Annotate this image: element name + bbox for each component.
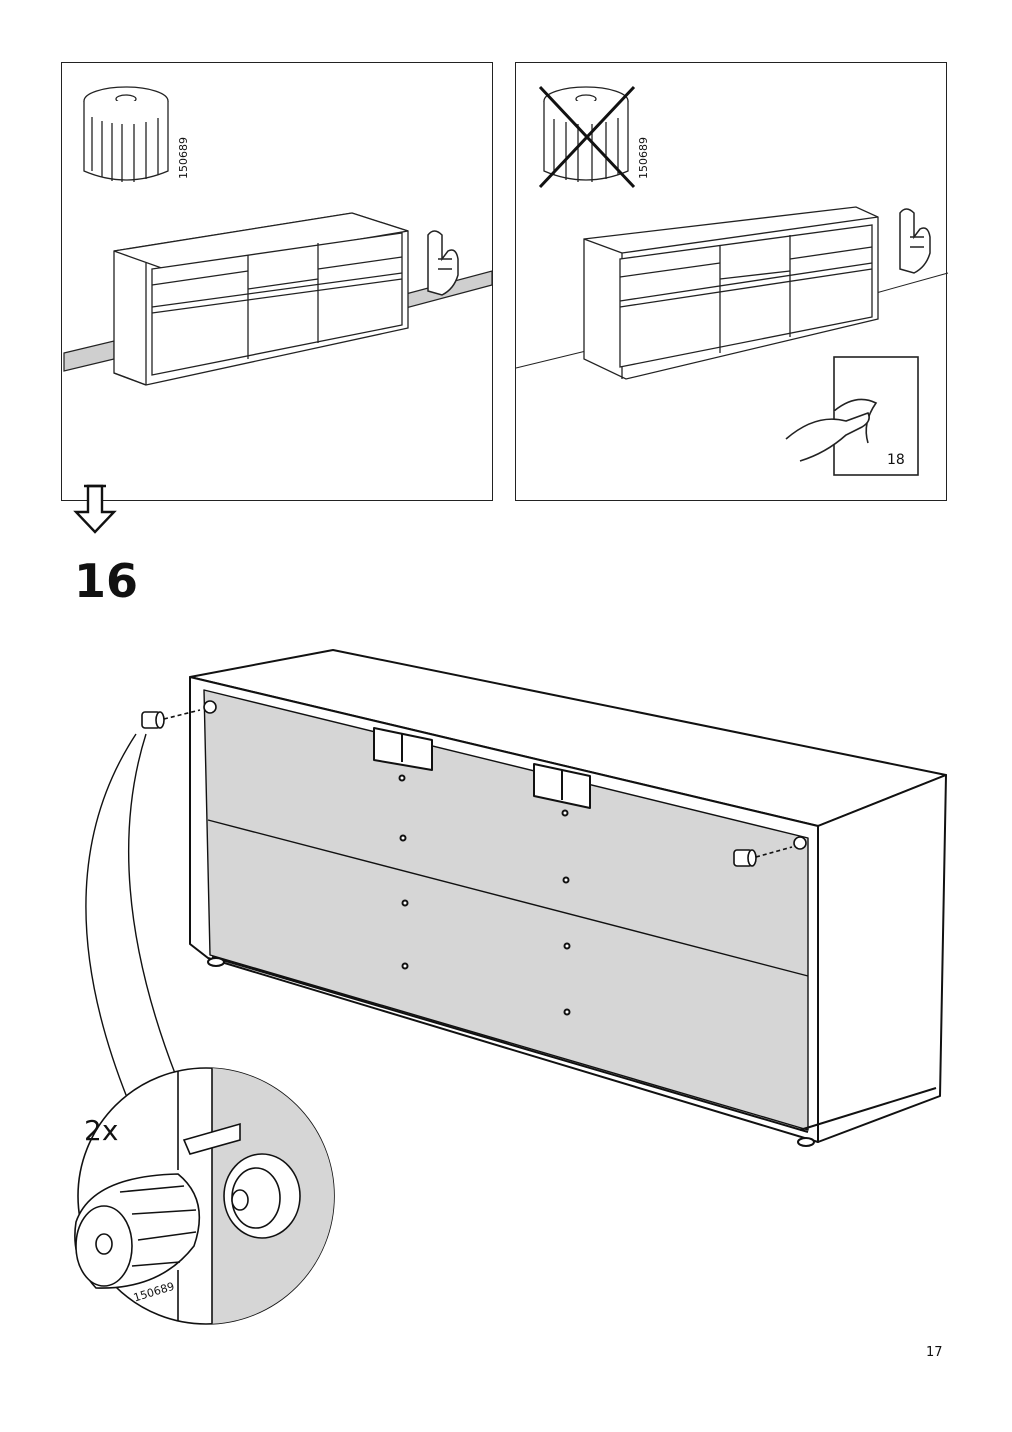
reference-step-number: 18 xyxy=(887,452,905,468)
quantity-label: 2x xyxy=(84,1114,119,1147)
panel-illustration-incorrect xyxy=(515,85,949,476)
panel-illustration-correct xyxy=(63,86,493,386)
detail-callout-lines xyxy=(85,733,177,1101)
floor-line xyxy=(515,350,587,369)
page-number: 17 xyxy=(926,1345,943,1360)
instruction-panel-incorrect: 150689 18 xyxy=(515,62,949,501)
cross-out-icon xyxy=(538,85,636,189)
step-number: 16 xyxy=(74,554,139,608)
foot-part-left xyxy=(141,700,217,729)
foot-part-right xyxy=(733,836,807,867)
hand-check-icon xyxy=(427,230,459,296)
cabinet-drawing xyxy=(113,212,409,386)
cabinet-back-view xyxy=(189,649,947,1147)
instruction-panel-correct: 150689 xyxy=(61,62,493,501)
hand-check-icon xyxy=(899,208,931,274)
adjustable-foot-icon xyxy=(83,86,169,182)
detail-zoom-circle xyxy=(74,1067,335,1325)
cabinet-drawing xyxy=(583,206,879,380)
see-step-reference-icon xyxy=(785,356,919,476)
wall-line xyxy=(875,272,949,294)
